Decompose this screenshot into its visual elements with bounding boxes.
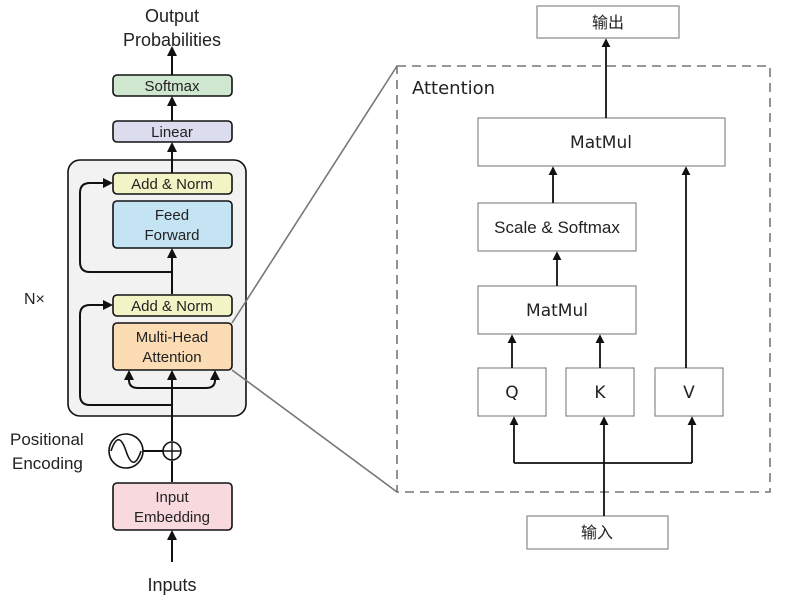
v-label: V [683, 383, 695, 403]
output-box [536, 5, 680, 39]
input-label: 输入 [581, 523, 613, 542]
attention-panel [396, 65, 771, 493]
feed-forward-label-2: Forward [144, 227, 199, 244]
inputs-label: Inputs [147, 575, 196, 595]
add-norm-bottom-label: Add & Norm [131, 298, 213, 315]
attention-flow-arrows [507, 38, 697, 516]
encoder-block [67, 159, 247, 417]
zoom-connector-bottom [231, 369, 398, 493]
matmul-top-box [477, 117, 726, 167]
matmul-bottom-box [477, 285, 637, 335]
matmul-bottom-label: MatMul [526, 301, 588, 321]
scale-softmax-label: Scale & Softmax [494, 218, 620, 237]
input-box [526, 515, 669, 550]
encoding-label: Encoding [12, 454, 83, 473]
input-embedding-label-1: Input [155, 489, 189, 506]
attention-title: Attention [412, 78, 495, 99]
nx-label: N× [24, 291, 45, 308]
linear-label: Linear [151, 124, 193, 141]
output-label-line2: Probabilities [123, 30, 221, 50]
output-label: 输出 [592, 13, 624, 32]
k-box [565, 367, 635, 417]
scale-softmax-box [477, 202, 637, 252]
encoder-flow-arrows [79, 46, 220, 562]
v-box [654, 367, 724, 417]
add-norm-bottom-box [112, 294, 233, 317]
input-embedding-label-2: Embedding [134, 509, 210, 526]
mha-label-2: Attention [142, 349, 201, 366]
add-norm-top-label: Add & Norm [131, 176, 213, 193]
feed-forward-label-1: Feed [155, 207, 189, 224]
softmax-label: Softmax [144, 78, 200, 95]
positional-label: Positional [10, 430, 84, 449]
k-label: K [594, 383, 606, 403]
zoom-connector-top [231, 65, 398, 324]
matmul-top-label: MatMul [570, 133, 632, 153]
q-label: Q [505, 383, 518, 403]
mha-label-1: Multi-Head [136, 329, 209, 346]
output-label-line1: Output [145, 6, 199, 26]
